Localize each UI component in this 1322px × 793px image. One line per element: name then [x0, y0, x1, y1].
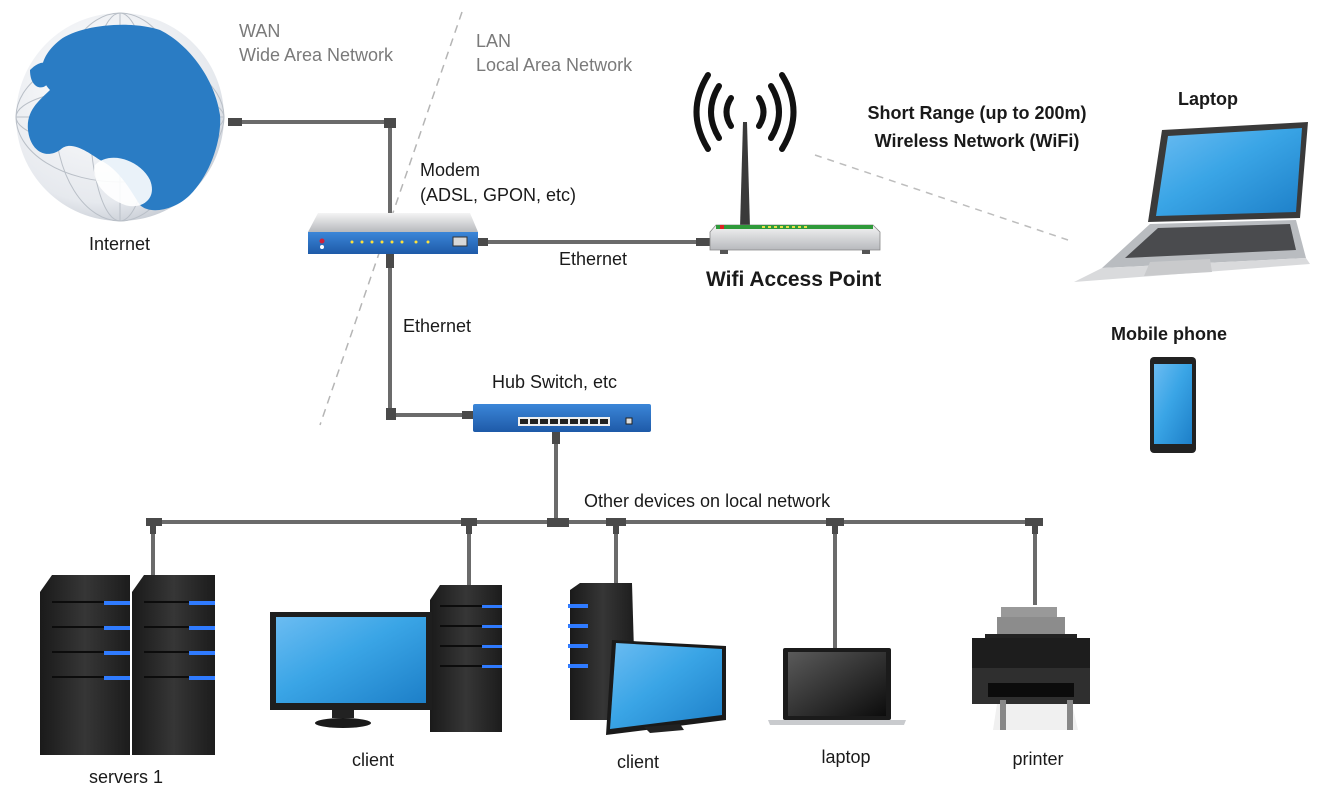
wireless-link: [814, 154, 1069, 241]
wifi-waves-icon: [693, 72, 797, 152]
ethernet-ap-label: Ethernet: [559, 249, 628, 269]
wifi-laptop-icon: [1074, 122, 1310, 282]
cables: [151, 120, 1037, 648]
device-label-printer: printer: [1012, 749, 1064, 769]
laptop-icon: [768, 648, 906, 725]
device-label-client-1: client: [351, 750, 395, 770]
desktop-icon: [568, 583, 726, 735]
modem-icon: [308, 213, 478, 254]
lan-title: LAN: [476, 31, 512, 51]
local-network-label: Other devices on local network: [584, 491, 831, 511]
wan-lan-divider: [319, 11, 463, 426]
smartphone-icon: [1150, 357, 1196, 453]
internet-label: Internet: [89, 234, 151, 254]
wifi-router-icon: [693, 72, 881, 254]
mobile-label: Mobile phone: [1111, 324, 1227, 344]
wan-title: WAN: [239, 21, 281, 41]
device-label-laptop: laptop: [821, 747, 871, 767]
wifi-laptop-label: Laptop: [1178, 89, 1238, 109]
printer-icon: [972, 607, 1090, 730]
server-icon: [40, 575, 215, 755]
globe-icon: [15, 12, 225, 222]
switch-icon: [473, 404, 651, 432]
desktop-icon: [270, 585, 502, 732]
modem-sublabel: (ADSL, GPON, etc): [420, 185, 577, 205]
hub-label: Hub Switch, etc: [492, 372, 618, 392]
device-label-client-2: client: [616, 752, 660, 772]
wifi-ap-label: Wifi Access Point: [706, 268, 882, 291]
wireless-label-1: Short Range (up to 200m): [867, 103, 1087, 123]
lan-subtitle: Local Area Network: [476, 55, 633, 75]
wireless-label-2: Wireless Network (WiFi): [874, 131, 1080, 151]
device-label-servers: servers 1: [88, 767, 164, 787]
ethernet-hub-label: Ethernet: [403, 316, 472, 336]
cable-connectors: [146, 118, 1043, 534]
wan-subtitle: Wide Area Network: [239, 45, 394, 65]
modem-label: Modem: [420, 160, 481, 180]
